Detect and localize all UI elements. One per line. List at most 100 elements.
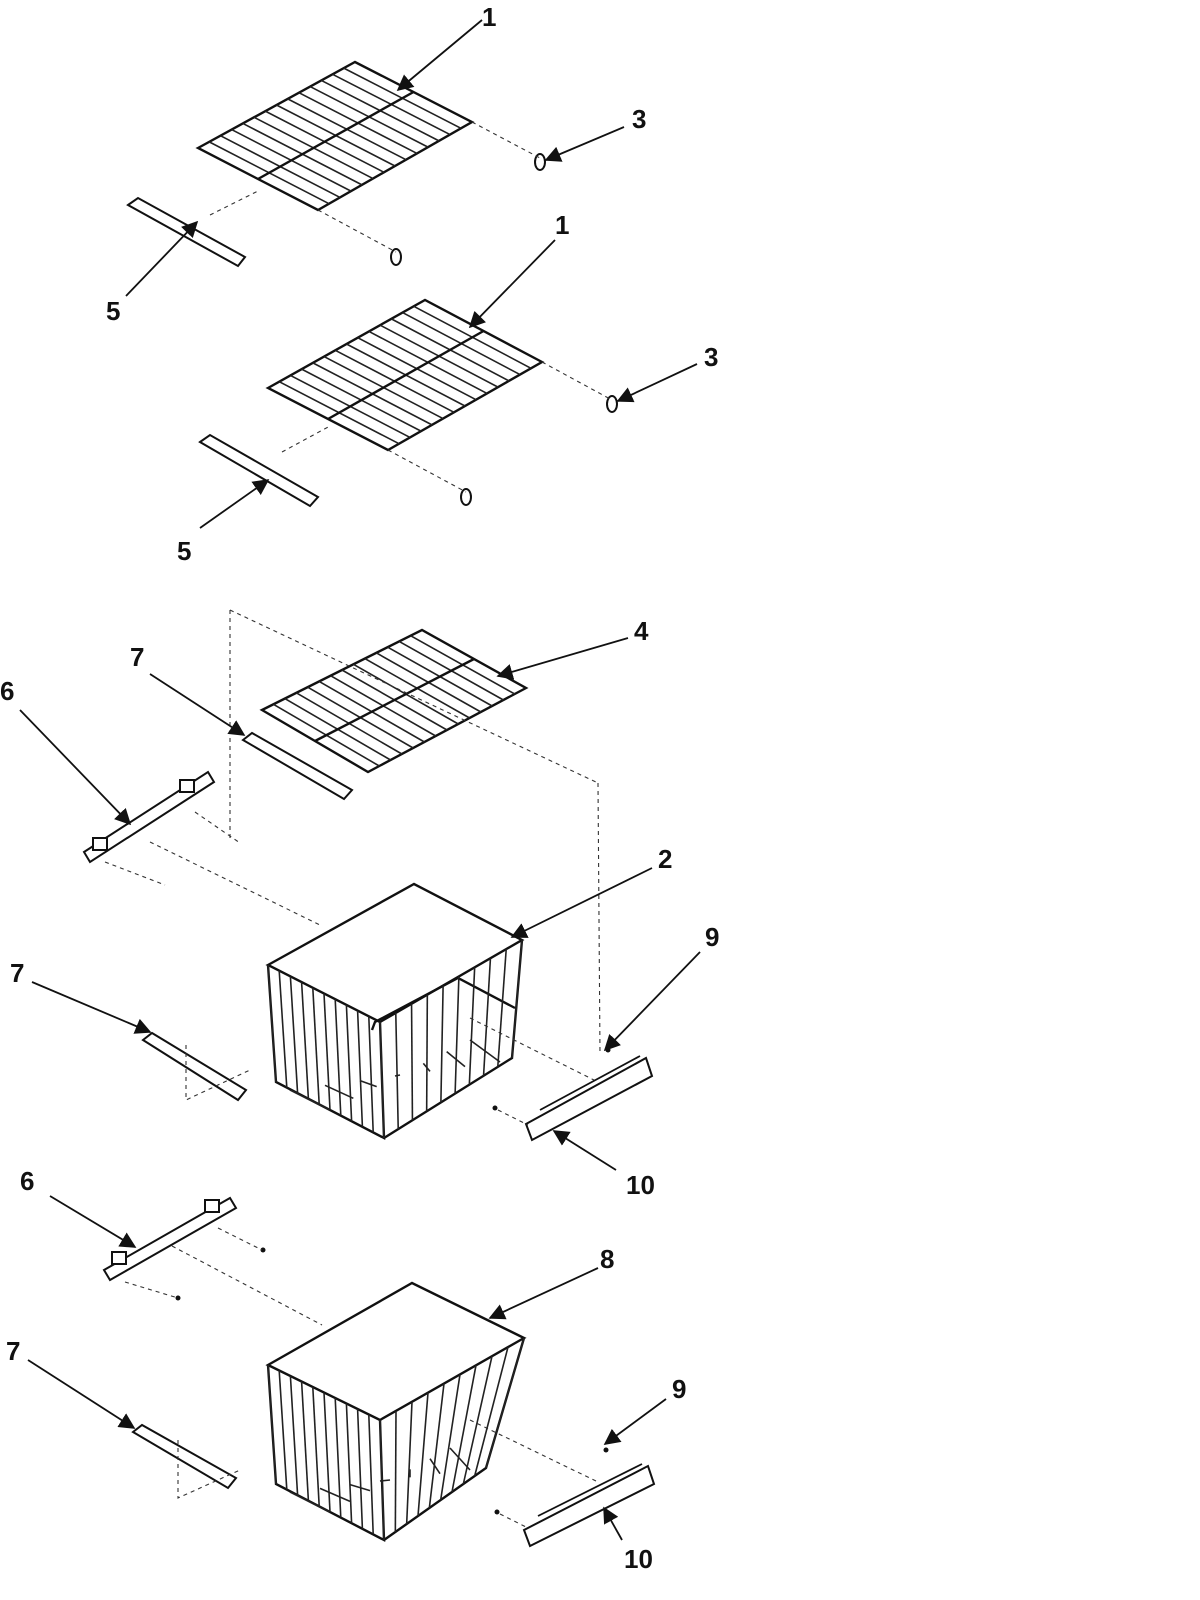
wire-rod <box>425 994 429 1112</box>
guide-line <box>194 811 241 844</box>
callout-number: 6 <box>0 676 14 706</box>
guide-line <box>387 449 467 493</box>
wire-rod <box>482 958 492 1076</box>
callout-number: 8 <box>600 1244 614 1274</box>
wire-rod <box>314 657 475 743</box>
wire-rod <box>278 1370 288 1490</box>
wire-rod <box>368 1016 374 1133</box>
freezer-basket-lower <box>265 1281 527 1543</box>
wire-shelf-middle <box>265 298 545 452</box>
wire-rod <box>289 1491 331 1513</box>
wire-rod <box>359 1079 377 1088</box>
wire-rod <box>446 1051 466 1068</box>
leader-arrow <box>603 1398 667 1445</box>
wire-rod <box>394 1410 397 1533</box>
slide-rail-left-lower <box>102 1196 238 1282</box>
wire-rod <box>300 1381 310 1501</box>
guide-line <box>281 425 331 453</box>
basket-trim-left-upper <box>141 1031 248 1102</box>
wire-rod <box>394 1012 400 1130</box>
callout-number: 7 <box>130 642 144 672</box>
wire-rod <box>394 1074 401 1077</box>
callout-number: 3 <box>704 342 718 372</box>
wire-rod <box>511 939 523 1059</box>
shelf-clip-upper-left <box>390 248 402 266</box>
leader-arrow <box>616 363 698 403</box>
slide-rail-right-lower <box>522 1463 656 1548</box>
callout-number: 10 <box>624 1544 653 1574</box>
wire-rod <box>334 1397 342 1518</box>
guide-line <box>104 861 166 886</box>
callout-number: 2 <box>658 844 672 874</box>
wire-rod <box>356 1010 364 1127</box>
slide-rail-left-upper <box>82 770 216 864</box>
leader-arrow <box>27 1359 136 1429</box>
wire-rod <box>379 1021 385 1139</box>
leader-arrow <box>31 981 152 1034</box>
shelf-clip-middle-right <box>606 395 618 413</box>
guide-line <box>171 1245 323 1326</box>
leader-arrow <box>544 126 625 162</box>
wire-rod <box>449 1447 471 1471</box>
guide-line <box>229 609 599 784</box>
wire-rod <box>417 1392 429 1517</box>
wire-rod <box>422 1062 431 1072</box>
wire-rod <box>454 976 460 1094</box>
leader-arrow <box>199 479 270 529</box>
wire-rod <box>356 1408 364 1529</box>
wire-rod <box>468 967 476 1085</box>
leader-arrow <box>468 239 556 329</box>
wire-rod <box>278 970 288 1088</box>
callout-number: 1 <box>482 2 496 32</box>
callout-number: 9 <box>672 1374 686 1404</box>
leader-arrow <box>19 709 132 826</box>
leader-arrow <box>603 951 701 1052</box>
wire-rod <box>368 1414 374 1535</box>
callout-number: 7 <box>6 1336 20 1366</box>
wire-rod <box>312 1386 320 1507</box>
callout-number: 6 <box>20 1166 34 1196</box>
guide-line <box>469 1419 599 1483</box>
wire-rod <box>289 1375 299 1496</box>
guide-line <box>217 1227 263 1251</box>
callout-number: 5 <box>177 536 191 566</box>
wire-rod <box>379 1479 391 1482</box>
wire-rod <box>345 1004 353 1122</box>
wire-rod <box>319 1487 351 1503</box>
wire-rod <box>323 1392 331 1513</box>
guide-line <box>497 1109 529 1126</box>
wire-rod <box>300 982 310 1099</box>
leader-arrow <box>603 1506 623 1541</box>
wire-rod <box>428 1383 445 1509</box>
guide-line <box>177 1440 241 1499</box>
callout-number: 10 <box>626 1170 655 1200</box>
guide-line <box>471 121 541 159</box>
wire-rod <box>485 1337 525 1469</box>
wire-rod <box>289 1089 331 1111</box>
guide-line <box>124 1281 179 1299</box>
freezer-basket-upper <box>265 882 525 1141</box>
leader-arrow <box>49 1195 137 1248</box>
wire-rod <box>462 1356 493 1485</box>
guide-line <box>541 361 613 401</box>
callout-number: 9 <box>705 922 719 952</box>
wire-rod <box>345 1403 353 1524</box>
guide-line <box>209 189 261 216</box>
basket-trim-top <box>241 731 354 801</box>
wire-rod <box>323 993 331 1111</box>
wire-rod <box>327 329 485 421</box>
guide-line <box>185 1045 251 1101</box>
screw-lower <box>494 1447 609 1515</box>
wire-shelf-upper <box>195 60 475 212</box>
wire-rod <box>410 1003 414 1121</box>
wire-rod <box>334 999 342 1116</box>
shelf-clip-upper-right <box>534 153 546 171</box>
wire-rod <box>405 1401 413 1525</box>
callout-number: 7 <box>10 958 24 988</box>
wire-rod <box>440 985 444 1103</box>
wire-rod <box>257 90 415 181</box>
wire-rod <box>324 1084 354 1100</box>
basket-trim-left-lower <box>131 1423 238 1490</box>
screw-lower-left <box>175 1247 266 1301</box>
